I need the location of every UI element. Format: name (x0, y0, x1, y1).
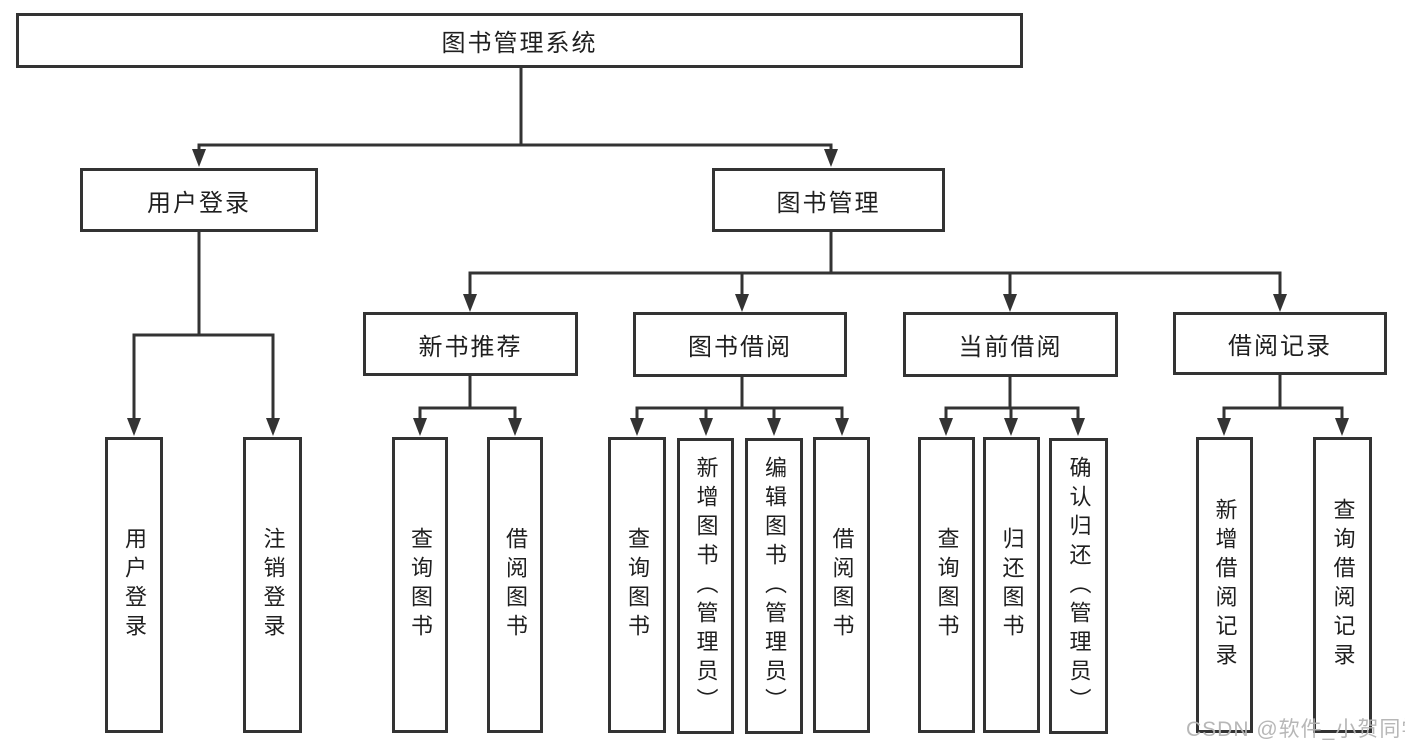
leaf-current-query-book: 查询图书 (918, 437, 975, 733)
leaf-records-add-record: 新增借阅记录 (1196, 437, 1253, 733)
leaf-current-confirm-return-admin: 确认归还（管理员） (1049, 438, 1108, 734)
leaf-user-login: 用户登录 (105, 437, 163, 733)
node-book-management-label: 图书管理 (776, 189, 881, 217)
leaf-recommend-borrow-book-label: 借阅图书 (503, 527, 528, 643)
leaf-records-add-record-label: 新增借阅记录 (1212, 498, 1238, 672)
node-borrow-records-label: 借阅记录 (1228, 333, 1332, 360)
leaf-borrow-borrow-book: 借阅图书 (813, 437, 870, 733)
leaf-borrow-query-book-label: 查询图书 (625, 527, 650, 643)
arrowheads (127, 149, 1349, 436)
leaf-records-query-record-label: 查询借阅记录 (1330, 498, 1356, 672)
leaf-user-login-label: 用户登录 (122, 527, 147, 643)
node-new-book-recommend-label: 新书推荐 (418, 333, 523, 361)
node-book-management: 图书管理 (712, 168, 945, 232)
leaf-records-query-record: 查询借阅记录 (1313, 437, 1372, 733)
node-borrow-records: 借阅记录 (1173, 312, 1387, 375)
leaf-recommend-borrow-book: 借阅图书 (487, 437, 543, 733)
node-user-login-label: 用户登录 (147, 189, 251, 217)
leaf-borrow-query-book: 查询图书 (608, 437, 666, 733)
node-user-login: 用户登录 (80, 168, 318, 232)
node-root-label: 图书管理系统 (441, 30, 598, 57)
node-new-book-recommend: 新书推荐 (363, 312, 578, 376)
leaf-logout-label: 注销登录 (260, 527, 286, 643)
leaf-borrow-add-book-admin-label: 新增图书（管理员） (693, 455, 719, 717)
leaf-logout: 注销登录 (243, 437, 302, 733)
leaf-borrow-edit-book-admin-label: 编辑图书（管理员） (762, 455, 787, 717)
leaf-current-return-book-label: 归还图书 (999, 527, 1025, 643)
leaf-borrow-borrow-book-label: 借阅图书 (829, 527, 855, 643)
node-current-borrow: 当前借阅 (903, 312, 1118, 377)
csdn-watermark: CSDN @软件_小贺同学 (1186, 718, 1405, 741)
leaf-recommend-query-book: 查询图书 (392, 437, 448, 733)
leaf-borrow-add-book-admin: 新增图书（管理员） (677, 438, 734, 734)
node-current-borrow-label: 当前借阅 (958, 334, 1063, 361)
leaf-recommend-query-book-label: 查询图书 (408, 527, 433, 643)
node-book-borrow-label: 图书借阅 (688, 334, 792, 361)
leaf-current-return-book: 归还图书 (983, 437, 1040, 733)
leaf-borrow-edit-book-admin: 编辑图书（管理员） (745, 438, 803, 734)
node-book-borrow: 图书借阅 (633, 312, 847, 377)
node-root: 图书管理系统 (16, 13, 1023, 68)
leaf-current-query-book-label: 查询图书 (934, 527, 960, 643)
leaf-current-confirm-return-admin-label: 确认归还（管理员） (1066, 455, 1092, 717)
